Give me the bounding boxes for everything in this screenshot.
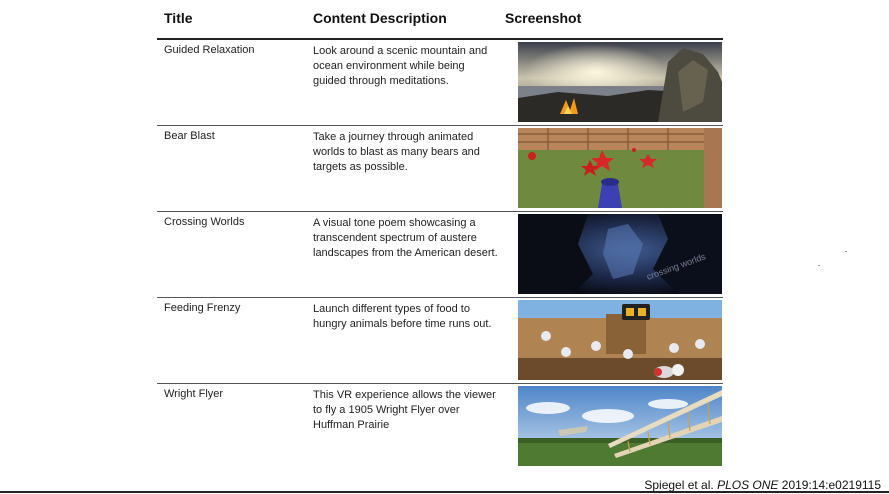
screenshot-bear-blast [518,128,722,208]
row-title: Bear Blast [164,130,215,142]
table-row: Bear Blast Take a journey through animat… [157,126,723,212]
screenshot-feeding-frenzy [518,300,722,380]
screenshot-guided-relaxation [518,42,722,122]
header-title: Title [164,10,193,26]
row-title: Wright Flyer [164,388,224,400]
table-row: Guided Relaxation Look around a scenic m… [157,40,723,126]
row-divider [157,211,723,212]
citation-ref: 2019:14:e0219115 [781,478,881,492]
row-description: Take a journey through animated worlds t… [313,131,480,173]
table-row: Feeding Frenzy Launch different types of… [157,298,723,384]
row-title: Crossing Worlds [164,216,245,228]
decorative-dot [818,265,820,266]
row-divider [157,383,723,384]
row-description: A visual tone poem showcasing a transcen… [313,217,498,259]
row-divider [157,297,723,298]
citation-journal: PLOS ONE [717,478,779,492]
row-description: Launch different types of food to hungry… [313,303,492,330]
header-description: Content Description [313,10,447,26]
screenshot-crossing-worlds: crossing worlds [518,214,722,294]
row-title: Feeding Frenzy [164,302,241,314]
table-row: Wright Flyer This VR experience allows t… [157,384,723,470]
citation: Spiegel et al. PLOS ONE 2019:14:e0219115 [644,478,881,492]
header-rule [157,38,723,40]
citation-authors: Spiegel et al. [644,478,714,492]
decorative-dot [845,251,847,252]
row-description: This VR experience allows the viewer to … [313,389,496,431]
bottom-rule [0,491,889,493]
row-title: Guided Relaxation [164,44,255,56]
table-row: Crossing Worlds A visual tone poem showc… [157,212,723,298]
header-screenshot: Screenshot [505,10,582,26]
row-description: Look around a scenic mountain and ocean … [313,45,488,87]
row-divider [157,125,723,126]
screenshot-wright-flyer [518,386,722,466]
